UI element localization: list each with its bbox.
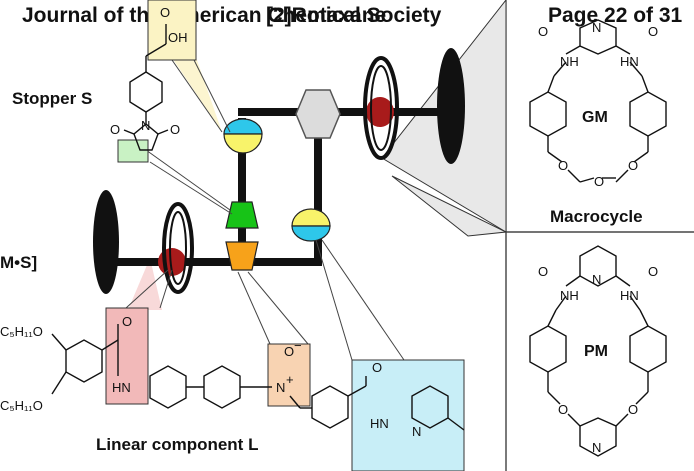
pm-atom-o-left: O [538,264,548,279]
gm-atom-o-ether-left: O [558,158,568,173]
atom-o-amide: O [122,314,132,329]
atom-o-acid: O [160,5,170,20]
atom-minus: − [294,338,302,353]
atom-hn-amide: HN [112,380,131,395]
atom-o-pyamide: O [372,360,382,375]
label-c5h11o-bottom: C₅H₁₁O [0,398,43,413]
page-label: Page 22 of 31 [548,4,683,27]
macrocycle-ring-left [162,202,194,294]
stopper-ellipse-right [437,48,465,164]
highlight-maleimide [117,139,149,163]
cyan-yellow-sphere-top [223,118,263,154]
atom-o-maleimide-right: O [170,122,180,137]
label-macrocycle: Macrocycle [550,207,643,226]
gm-atom-n: N [592,20,601,35]
pm-atom-nh: NH [560,288,579,303]
label-c5h11o-top: C₅H₁₁O [0,324,43,339]
highlight-pyridyl-amide [351,359,465,471]
gm-atom-o-ether-right: O [628,158,638,173]
atom-n-maleimide: N [141,118,150,133]
stopper-structure [123,24,169,151]
linear-structure [51,324,465,431]
gm-label: GM [582,109,608,126]
gm-atom-o-right: O [648,24,658,39]
gm-atom-nh: NH [560,54,579,69]
gm-atom-hn: HN [620,54,639,69]
pm-atom-o-ether-right: O [628,402,638,417]
journal-title: Journal of the American Chemical Society [22,4,442,27]
pm-atom-o-right: O [648,264,658,279]
atom-o-minus: O [284,344,294,359]
atom-n-plus: N [276,380,285,395]
label-linear: Linear component L [96,435,258,454]
pm-atom-n-bottom: N [592,440,601,455]
pointer-lines [125,59,405,361]
grey-hexagon [295,89,341,139]
atom-o-maleimide-left: O [110,122,120,137]
yellow-cyan-sphere-bottom [291,208,331,242]
gm-atom-o-left: O [538,24,548,39]
callout-wedge-bottom [391,175,508,237]
orange-trapezoid [225,241,259,271]
pm-label: PM [584,343,608,360]
rotaxane-title: [2]Rotaxane [266,4,386,27]
atom-hn-pyamide: HN [370,416,389,431]
label-complex: M•S] [0,253,37,272]
highlight-nitrone [267,343,311,407]
red-bead-right [366,97,394,127]
atom-plus: + [286,372,294,387]
pm-atom-hn: HN [620,288,639,303]
pm-atom-o-ether-left: O [558,402,568,417]
highlight-amide [105,307,149,405]
gm-structure [529,19,667,183]
pm-atom-n-top: N [592,272,601,287]
atom-n-pyridine: N [412,424,421,439]
pm-structure [529,245,667,457]
label-stopper: Stopper S [12,89,92,108]
gm-atom-o-ether-center: O [594,174,604,189]
callout-wedge-pink [128,258,162,310]
green-trapezoid [225,201,259,229]
macrocycle-ring-right [363,56,399,160]
atom-oh: OH [168,30,188,45]
stopper-ellipse-left [93,190,119,294]
